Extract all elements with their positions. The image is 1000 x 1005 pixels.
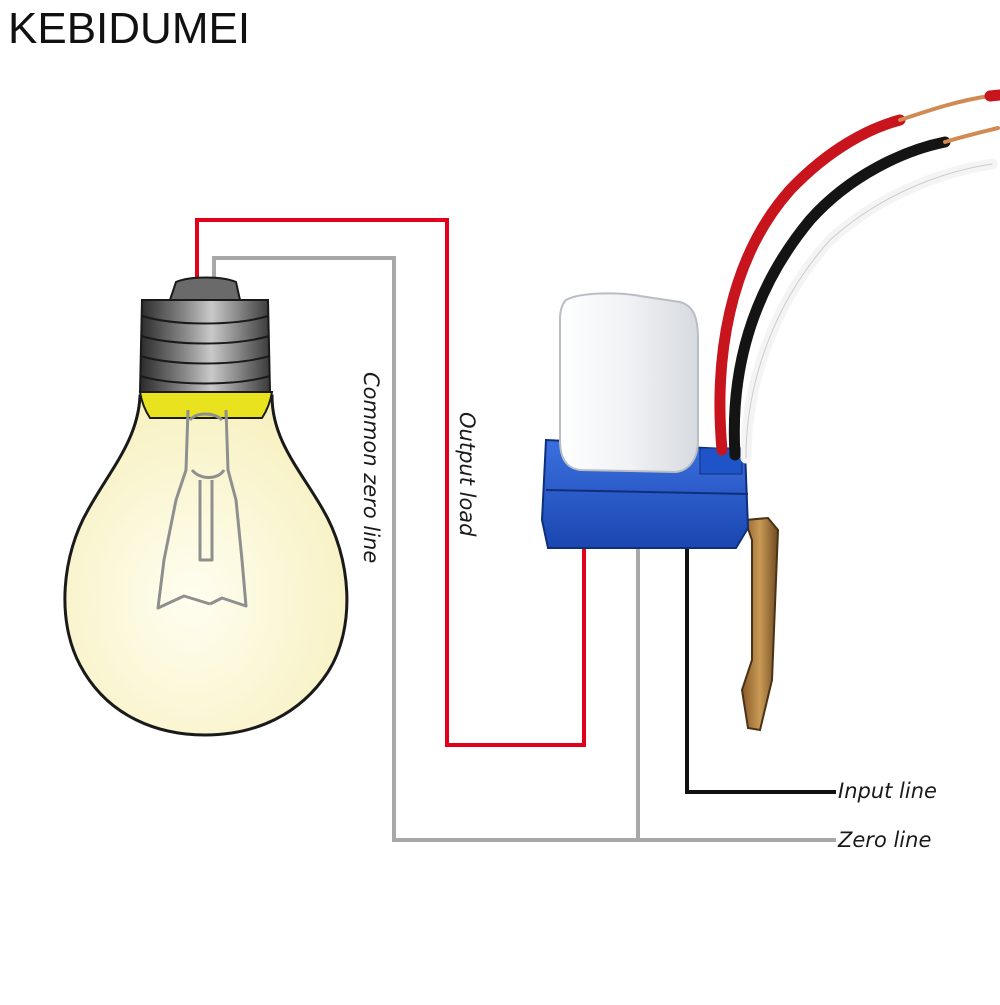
- common-zero-line-label: Common zero line: [359, 372, 383, 563]
- common-zero-wire: [212, 256, 836, 842]
- light-bulb-icon: [63, 276, 349, 737]
- input-line-label: Input line: [838, 779, 937, 803]
- zero-line-label: Zero line: [837, 828, 931, 852]
- input-line-wire: [685, 548, 836, 794]
- output-load-wire: [195, 218, 586, 747]
- brand-logo-text: KEBIDUMEI: [8, 4, 251, 53]
- sensor-lead-wires: [714, 89, 1000, 464]
- output-load-label: Output load: [455, 412, 479, 537]
